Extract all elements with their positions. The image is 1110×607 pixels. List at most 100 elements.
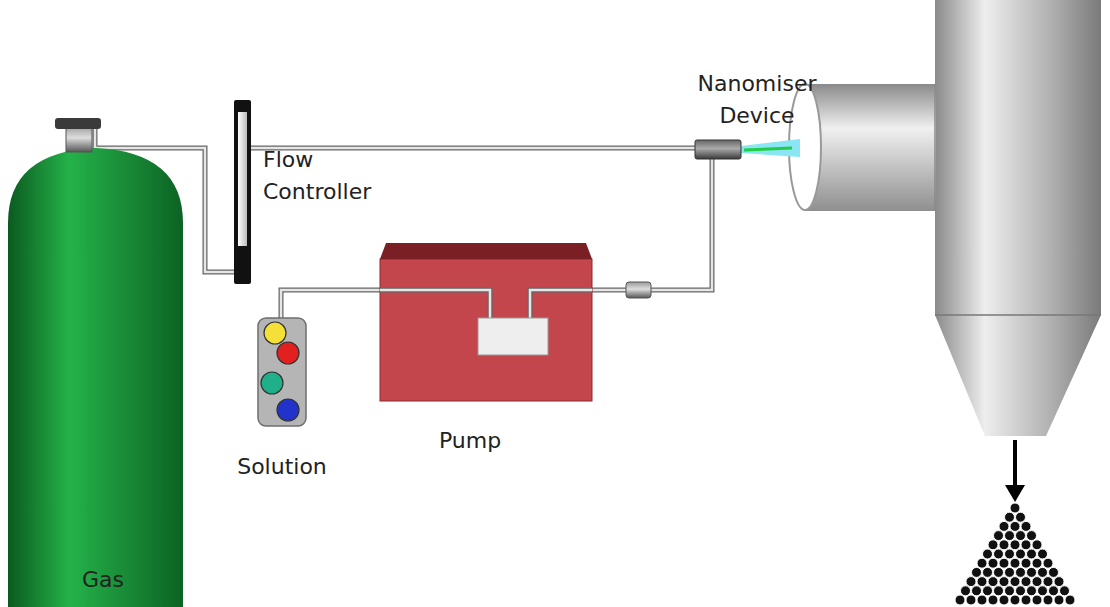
output-arrowhead — [1005, 485, 1025, 502]
powder-particle — [1027, 549, 1037, 559]
powder-particle — [1005, 512, 1015, 522]
powder-particle — [999, 540, 1009, 550]
powder-particle — [1032, 577, 1042, 587]
node-label: Flow Controller — [263, 144, 413, 208]
valve-handle — [55, 118, 101, 129]
powder-particle — [1016, 531, 1026, 541]
node-label: Pump — [380, 425, 560, 457]
dryer-cone — [935, 315, 1101, 436]
powder-particle — [977, 577, 987, 587]
powder-particle — [966, 595, 976, 605]
inlet-seam — [934, 84, 936, 211]
powder-particle — [1043, 558, 1053, 568]
nozzle-device: Nanomiser Device — [695, 140, 741, 159]
powder-particle — [1065, 595, 1075, 605]
powder-particle — [988, 595, 998, 605]
powder-particle — [1010, 558, 1020, 568]
powder-particle — [966, 577, 976, 587]
powder-particle — [999, 595, 1009, 605]
powder-pile — [955, 503, 1075, 605]
nozzle-body — [695, 140, 741, 159]
pump-head — [478, 318, 548, 355]
powder-particle — [1038, 586, 1048, 596]
powder-particle — [994, 567, 1004, 577]
pipe-core — [380, 290, 490, 319]
powder-particle — [1021, 540, 1031, 550]
powder-particle — [1032, 540, 1042, 550]
powder-particle — [994, 549, 1004, 559]
pump-box: Pump — [380, 243, 592, 401]
solution-vial — [277, 342, 299, 364]
powder-particle — [1016, 586, 1026, 596]
powder-particle — [1027, 531, 1037, 541]
node-outline — [234, 100, 251, 284]
pipe-outline — [380, 290, 490, 319]
powder-particle — [1010, 521, 1020, 531]
pipe-connector — [281, 290, 380, 318]
dryer-tower — [935, 0, 1101, 316]
pipe-core — [592, 159, 712, 290]
powder-particle — [983, 586, 993, 596]
pump-top — [380, 243, 592, 259]
node-outline — [258, 318, 306, 426]
powder-particle — [999, 577, 1009, 587]
solution-vial — [261, 372, 283, 394]
powder-particle — [972, 567, 982, 577]
powder-particle — [1021, 558, 1031, 568]
pipe-core — [251, 147, 695, 150]
flow-controller: Flow Controller — [234, 100, 251, 284]
output-arrow — [1013, 440, 1017, 488]
powder-particle — [1043, 595, 1053, 605]
powder-particle — [1054, 595, 1064, 605]
powder-particle — [1005, 531, 1015, 541]
powder-particle — [1038, 567, 1048, 577]
node-outline — [695, 140, 741, 159]
cylinder-valve — [66, 126, 92, 152]
powder-particle — [999, 558, 1009, 568]
powder-particle — [1016, 567, 1026, 577]
powder-particle — [977, 558, 987, 568]
powder-particle — [983, 549, 993, 559]
powder-particle — [994, 586, 1004, 596]
node-label: Solution — [218, 451, 346, 483]
powder-particle — [988, 577, 998, 587]
vial-rack — [258, 318, 306, 426]
powder-particle — [988, 540, 998, 550]
pipe-connector — [251, 148, 695, 149]
pump-front — [380, 259, 592, 401]
powder-particle — [988, 558, 998, 568]
powder-particle — [1032, 558, 1042, 568]
node-label: Nanomiser Device — [669, 68, 845, 132]
powder-particle — [1021, 521, 1031, 531]
node-outline — [380, 243, 592, 401]
spray-plume — [741, 139, 800, 157]
solution-rack: Solution — [258, 318, 306, 426]
powder-particle — [955, 595, 965, 605]
powder-particle — [1049, 586, 1059, 596]
powder-particle — [1010, 540, 1020, 550]
powder-particle — [1038, 549, 1048, 559]
powder-particle — [1005, 586, 1015, 596]
powder-particle — [1060, 586, 1070, 596]
powder-particle — [1005, 549, 1015, 559]
pipe-core — [530, 290, 592, 319]
powder-particle — [1010, 577, 1020, 587]
dryer-inlet — [805, 84, 936, 211]
powder-particle — [999, 521, 1009, 531]
solution-vial — [277, 399, 299, 421]
powder-particle — [1027, 586, 1037, 596]
powder-particle — [983, 567, 993, 577]
gas-cylinder — [8, 148, 183, 607]
spray-jet — [744, 148, 792, 150]
pipe-outline — [281, 290, 380, 318]
node-outline — [8, 118, 183, 607]
pipe-connector — [592, 159, 712, 290]
pipe-outline — [251, 146, 695, 151]
powder-particle — [1043, 577, 1053, 587]
powder-particle — [1021, 595, 1031, 605]
powder-particle — [994, 531, 1004, 541]
node-label: Gas — [58, 564, 148, 596]
powder-particle — [972, 586, 982, 596]
powder-particle — [1032, 595, 1042, 605]
